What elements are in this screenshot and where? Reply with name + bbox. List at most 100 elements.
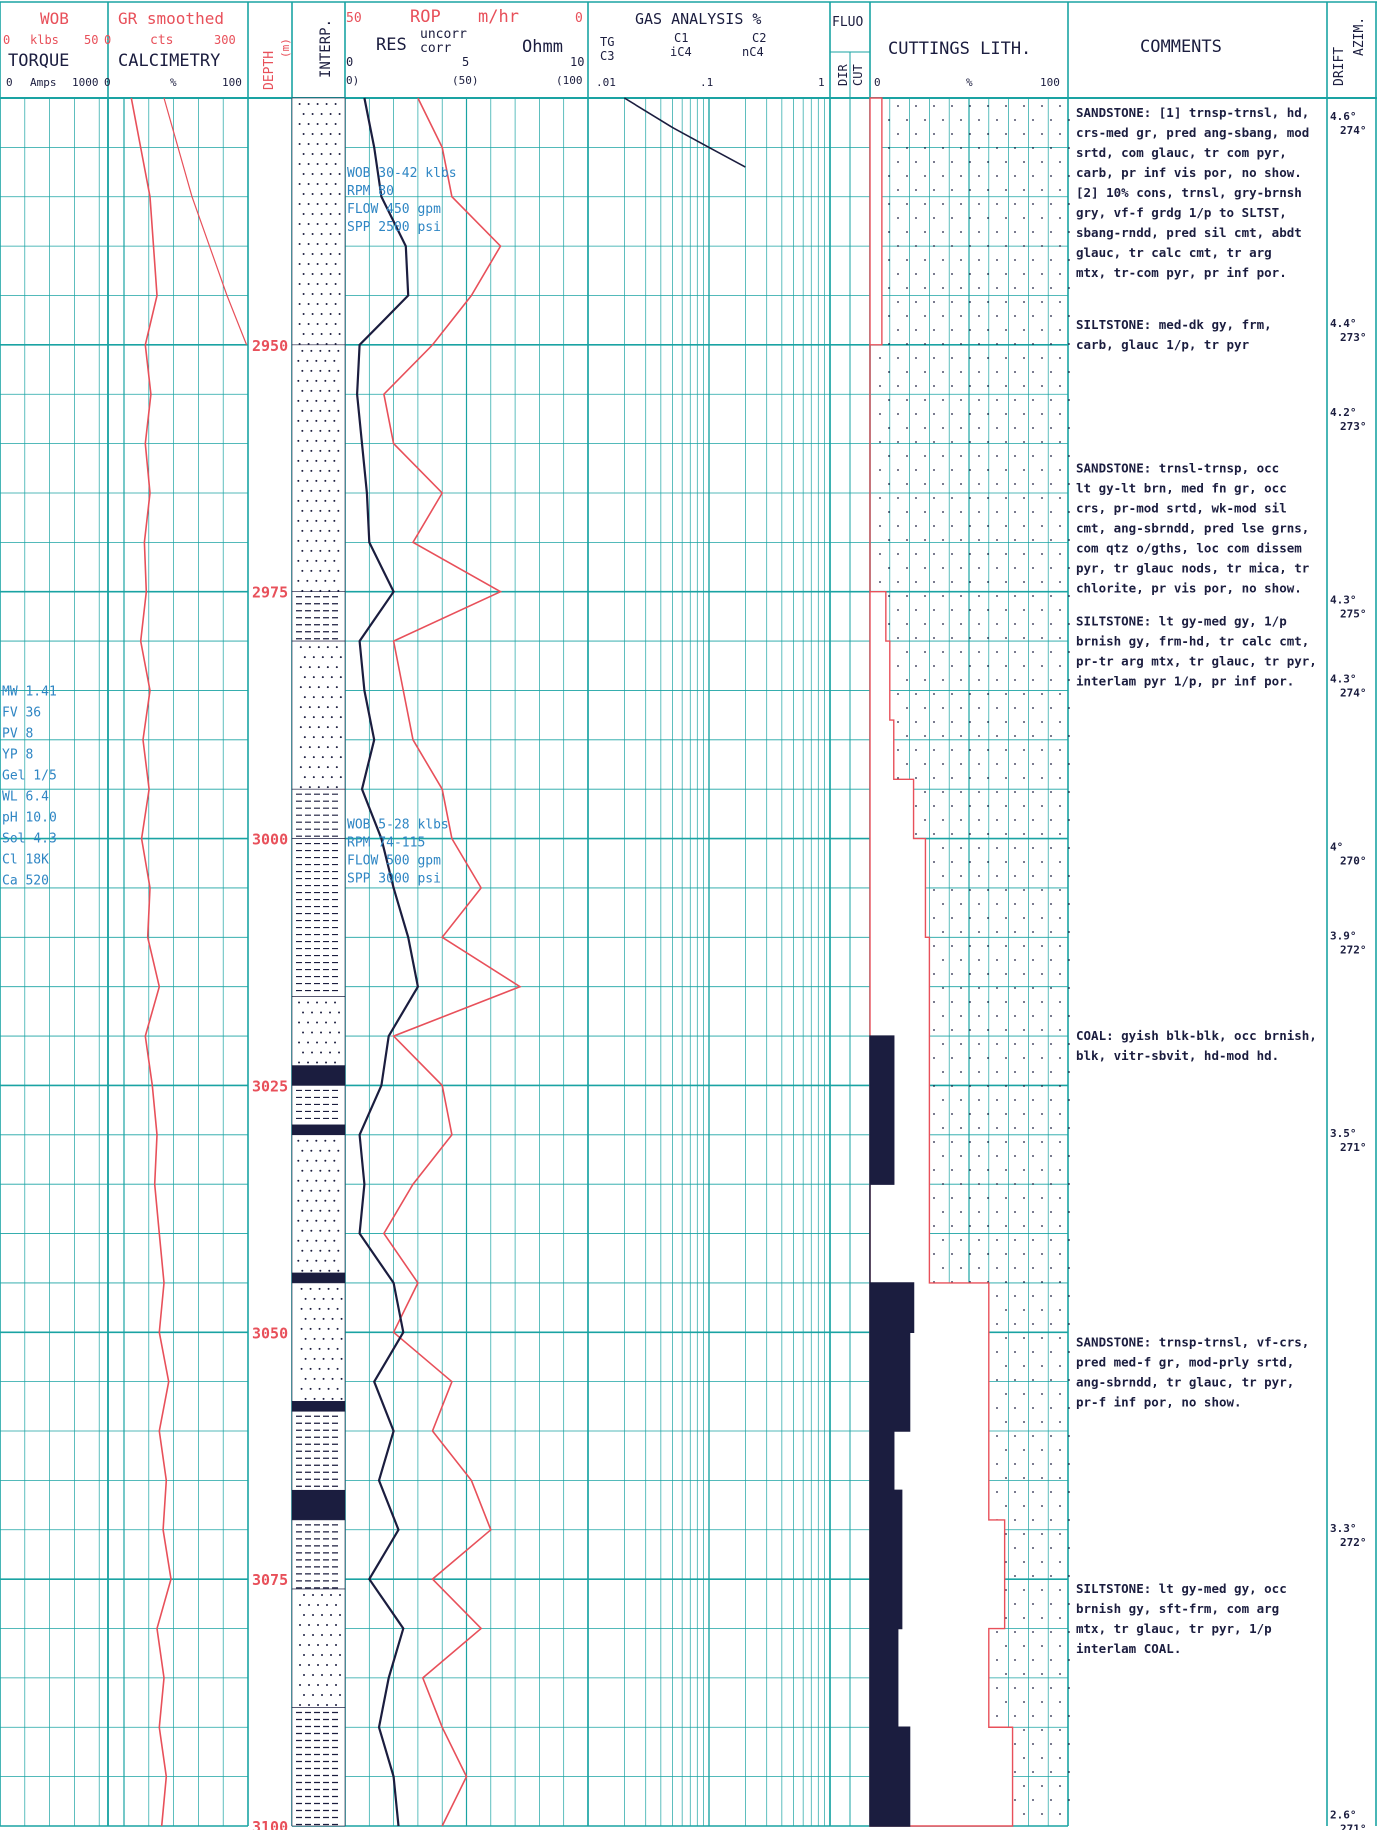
cuttings-sand-dot [1032,1687,1034,1689]
cuttings-sand-dot [1059,1225,1061,1227]
cuttings-sand-dot [1041,1617,1043,1619]
sand-dot [308,646,311,649]
cuttings-sand-dot [1023,357,1025,359]
cuttings-sand-dot [1005,1337,1007,1339]
sand-dot [301,569,304,572]
cuttings-sand-dot [969,1057,971,1059]
cuttings-sand-dot [906,315,908,317]
cuttings-sand-dot [996,399,998,401]
cuttings-sand-dot [906,427,908,429]
sand-dot [306,1139,309,1142]
cuttings-sand-dot [1041,1813,1043,1815]
cuttings-sand-dot [969,217,971,219]
sand-dot [302,1051,305,1054]
sand-dot [328,369,331,372]
sand-dot [301,389,304,392]
cuttings-sand-dot [1032,791,1034,793]
cuttings-sand-dot [978,343,980,345]
cuttings-sand-dot [1014,287,1016,289]
cuttings-sand-dot [996,595,998,597]
cuttings-sand-dot [1014,1715,1016,1717]
cuttings-sand-dot [960,259,962,261]
cuttings-sand-dot [933,1001,935,1003]
sand-dot [297,419,300,422]
cuttings-sand-dot [1041,1477,1043,1479]
lith-sandstone [291,1282,346,1402]
cuttings-sand-dot [1032,623,1034,625]
sand-dot [329,233,332,235]
cuttings-sand-dot [969,553,971,555]
cuttings-sand-dot [969,329,971,331]
sand-dot [303,1634,306,1637]
comment-line: [2] 10% cons, trnsl, gry-brnsh [1076,185,1302,200]
cuttings-sand-dot [969,1113,971,1115]
cuttings-sand-dot [1005,721,1007,723]
cuttings-sand-dot [987,721,989,723]
cuttings-sand-dot [933,973,935,975]
sand-dot [311,193,314,195]
cuttings-sand-dot [1014,203,1016,205]
cuttings-sand-dot [1059,1729,1061,1731]
cuttings-sand-dot [897,721,899,723]
sand-dot [335,746,338,749]
sand-dot [322,1317,325,1320]
cuttings-sand-dot [888,595,890,597]
cuttings-sand-dot [1014,539,1016,541]
cuttings-sand-dot [888,539,890,541]
sand-dot [309,1387,312,1390]
cuttings-sand-dot [951,917,953,919]
header-res-t1: 5 [462,55,469,69]
sand-dot [310,369,313,372]
sand-dot [315,419,318,422]
cuttings-sand-dot [897,357,899,359]
cuttings-sand-dot [1005,1673,1007,1675]
cuttings-sand-dot [1059,1029,1061,1031]
cuttings-sand-dot [996,1239,998,1241]
cuttings-sand-dot [1050,1239,1052,1241]
cuttings-sand-dot [1023,133,1025,135]
cuttings-sand-dot [897,441,899,443]
cuttings-sand-dot [888,287,890,289]
cuttings-sand-dot [1032,1659,1034,1661]
cuttings-sand-dot [1068,1155,1070,1157]
cuttings-sand-dot [1041,1001,1043,1003]
sand-dot [306,1179,309,1182]
cuttings-sand-dot [1050,1771,1052,1773]
cuttings-sand-dot [969,301,971,303]
sand-dot [330,676,333,679]
sand-dot [306,1259,309,1262]
sand-dot [324,439,327,442]
sand-dot [325,223,328,225]
header-res-t2: 10 [570,55,584,69]
cuttings-sand-dot [1014,1239,1016,1241]
sand-dot [333,1199,336,1202]
cuttings-sand-dot [1041,1309,1043,1311]
cuttings-sand-dot [987,805,989,807]
cuttings-sand-dot [1068,1743,1070,1745]
comment-heading: SANDSTONE: trnsp-trnsl, vf-crs, [1076,1334,1309,1349]
comment-heading: COAL: gyish blk-blk, occ brnish, [1076,1028,1317,1043]
cuttings-sand-dot [1041,833,1043,835]
sand-dot [322,1297,325,1300]
cuttings-sand-dot [987,1001,989,1003]
sand-dot [319,549,322,552]
sand-dot [307,263,310,265]
cuttings-sand-dot [1041,245,1043,247]
sand-dot [301,1209,304,1212]
sand-dot [320,233,323,235]
sand-dot [302,333,305,335]
sand-dot [318,1307,321,1310]
cuttings-sand-dot [942,1211,944,1213]
cuttings-sand-dot [915,693,917,695]
cuttings-sand-dot [996,1155,998,1157]
cuttings-sand-dot [960,1183,962,1185]
sand-dot [316,303,319,305]
sand-dot [306,419,309,422]
cuttings-sand-dot [924,119,926,121]
cuttings-sand-dot [897,637,899,639]
sand-dot [324,399,327,402]
cuttings-sand-dot [1032,1015,1034,1017]
sand-dot [315,1179,318,1182]
sand-dot [321,656,324,659]
cuttings-sand-dot [1005,1057,1007,1059]
